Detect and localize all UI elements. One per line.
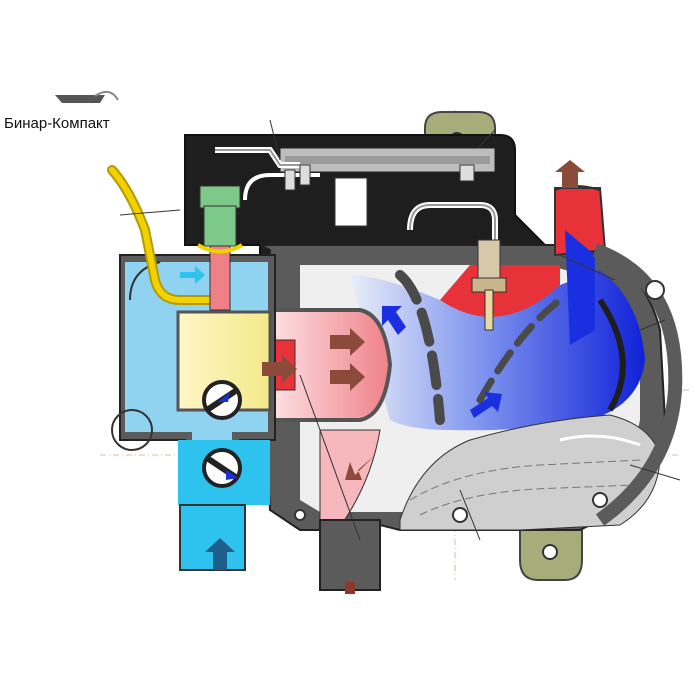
temperature-sensor xyxy=(471,239,507,331)
diagram-title: Бинар-Компакт xyxy=(4,115,110,132)
coolant-sensor xyxy=(196,185,244,311)
fuel-line xyxy=(107,165,220,305)
bottom-bracket xyxy=(519,527,583,581)
outer-casing xyxy=(294,243,683,526)
leader-lines xyxy=(119,119,681,541)
coolant-housing xyxy=(111,254,276,571)
logo-fragment xyxy=(55,90,119,103)
inlet-rotor-icon xyxy=(202,448,242,488)
flow-arrow-icon xyxy=(180,160,592,570)
pump-rotor-icon xyxy=(202,380,242,420)
